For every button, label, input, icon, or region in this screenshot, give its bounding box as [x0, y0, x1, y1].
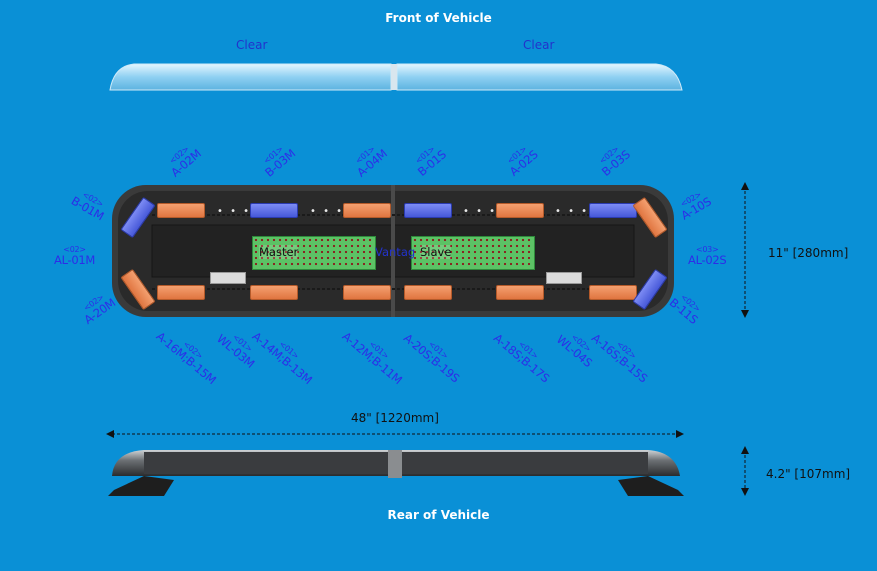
module-label-a20s: <01>A-20S;B-19S [400, 330, 463, 386]
slave-label: Slave [420, 245, 452, 259]
lightbar-top-view [112, 185, 674, 317]
module-spacer: • • • [217, 206, 252, 217]
module-label-b03m: <01>B-03M [261, 144, 299, 180]
module-label-b01s: <01>B-01S [413, 144, 449, 179]
master-label: Master [259, 245, 299, 259]
depth-dimension-label: 11" [280mm] [768, 246, 849, 260]
led-module-icon [496, 285, 544, 300]
slave-board [411, 236, 535, 270]
led-module-icon [250, 203, 298, 218]
module-label-al01m: <02>AL-01M [54, 245, 95, 267]
led-module-icon [496, 203, 544, 218]
height-dimension-label: 4.2" [107mm] [766, 467, 851, 481]
left-lens-label: Clear [236, 38, 268, 52]
front-of-vehicle-title: Front of Vehicle [385, 11, 492, 25]
led-module-icon [250, 285, 298, 300]
module-label-b01m: <02>B-01M [68, 189, 107, 224]
dimension-arrow-icon [741, 446, 749, 496]
length-dimension-label: 48" [1220mm] [351, 411, 439, 425]
module-label-b03s: <02>B-03S [597, 144, 633, 179]
front-lens-view [109, 63, 683, 91]
module-spacer: • • • [555, 206, 590, 217]
mounting-bracket-icon [546, 272, 582, 284]
dimension-arrow-icon [741, 182, 749, 318]
module-label-a04m: <01>A-04M [353, 144, 390, 180]
rear-of-vehicle-title: Rear of Vehicle [387, 508, 490, 522]
vantag-label: Vantag [375, 245, 416, 259]
master-board [252, 236, 376, 270]
module-spacer: • • • [310, 206, 345, 217]
led-module-icon [343, 285, 391, 300]
led-module-icon [589, 203, 637, 218]
module-label-a16m: <02>A-16M;B-15M [153, 329, 219, 388]
module-label-a12m: <01>A-12M;B-11M [339, 329, 405, 388]
led-module-icon [404, 285, 452, 300]
led-module-icon [404, 203, 452, 218]
module-label-a16s: <02>A-16S;B-15S [588, 330, 651, 386]
led-module-icon [589, 285, 637, 300]
module-label-a02s: <01>A-02S [505, 144, 541, 179]
module-label-wl04s: <02>WL-04S [553, 332, 595, 370]
led-module-icon [157, 285, 205, 300]
module-spacer: • • • [463, 206, 498, 217]
module-label-a10s: <02>A-10S [678, 189, 714, 223]
module-label-a02m: <02>A-02M [167, 144, 204, 180]
led-module-icon [157, 203, 205, 218]
module-label-a18s: <01>A-18S;B-17S [490, 330, 553, 386]
mounting-bracket-icon [210, 272, 246, 284]
dimension-arrow-icon [106, 430, 684, 438]
lightbar-side-view [108, 450, 684, 496]
module-label-al02s: <03>AL-02S [688, 245, 727, 267]
led-module-icon [343, 203, 391, 218]
right-lens-label: Clear [523, 38, 555, 52]
